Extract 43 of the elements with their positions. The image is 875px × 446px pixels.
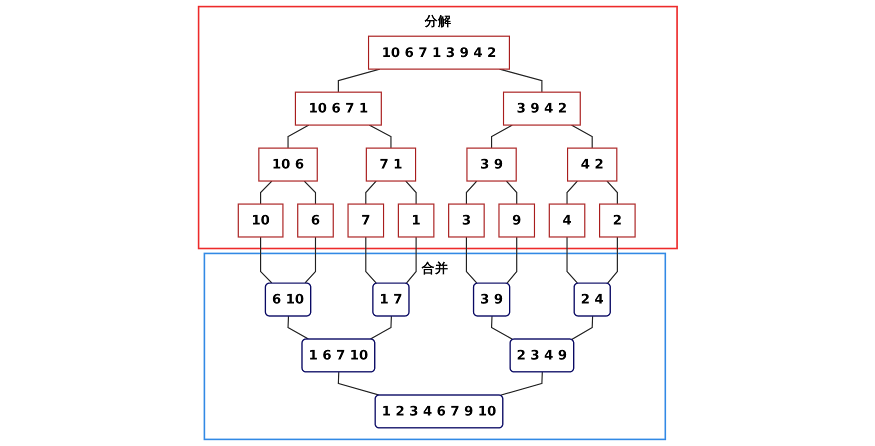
node-box: 3 bbox=[448, 203, 484, 238]
node-box: 10 bbox=[237, 203, 284, 238]
connector bbox=[337, 372, 380, 396]
connector bbox=[260, 180, 272, 204]
connector bbox=[337, 68, 380, 92]
node-box: 10 6 7 1 bbox=[294, 92, 382, 126]
connector bbox=[506, 180, 518, 204]
connector bbox=[369, 316, 392, 340]
connector bbox=[506, 236, 518, 284]
connector bbox=[364, 236, 377, 284]
connector bbox=[303, 180, 316, 204]
connector bbox=[606, 236, 618, 284]
node-box: 10 6 7 1 3 9 4 2 bbox=[368, 36, 510, 70]
connector bbox=[490, 316, 514, 340]
connector bbox=[566, 236, 578, 284]
node-box: 10 6 bbox=[258, 148, 318, 182]
node-box: 4 bbox=[548, 203, 586, 238]
connector bbox=[465, 180, 477, 204]
node-box: 2 bbox=[598, 203, 636, 238]
connector bbox=[465, 236, 478, 284]
node-box: 9 bbox=[498, 203, 535, 238]
connector bbox=[364, 180, 376, 204]
node-box: 3 9 bbox=[466, 148, 516, 182]
node-box: 1 bbox=[397, 203, 434, 238]
connector bbox=[405, 236, 416, 284]
connector bbox=[570, 316, 593, 340]
connector bbox=[368, 124, 392, 148]
connector bbox=[287, 316, 310, 340]
connector bbox=[566, 180, 578, 204]
connector bbox=[260, 236, 272, 284]
node-box: 7 1 bbox=[365, 148, 416, 182]
connector bbox=[606, 180, 618, 204]
connector bbox=[490, 124, 512, 148]
connector bbox=[404, 180, 416, 204]
node-box: 4 2 bbox=[566, 148, 618, 182]
connector bbox=[304, 236, 316, 284]
connector bbox=[287, 124, 309, 148]
node-box: 6 bbox=[296, 203, 334, 238]
connector bbox=[499, 68, 542, 92]
node-box: 7 bbox=[347, 203, 384, 238]
connector bbox=[570, 124, 592, 148]
node-box: 3 9 4 2 bbox=[502, 92, 581, 126]
connector bbox=[499, 372, 543, 396]
